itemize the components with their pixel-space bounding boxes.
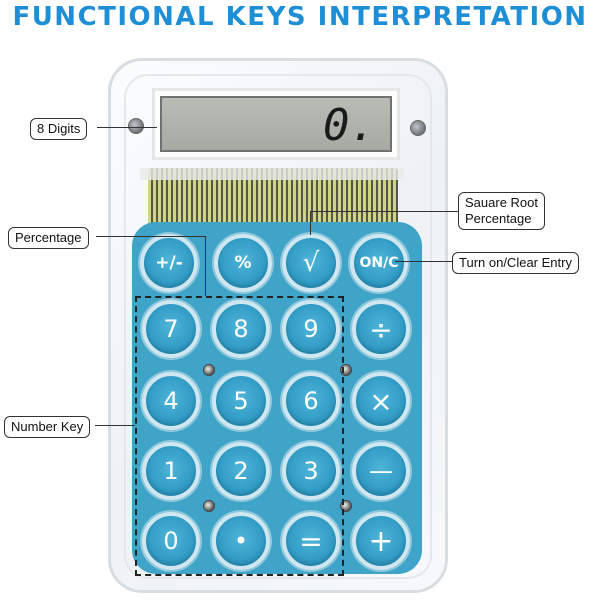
callout-line	[310, 211, 458, 212]
pin-icon	[203, 500, 215, 512]
callout-line	[395, 261, 452, 262]
ribbon-cover	[140, 168, 404, 180]
percent-key[interactable]: %	[214, 234, 272, 292]
plus-minus-key[interactable]: +/-	[140, 234, 198, 292]
pin-icon	[203, 364, 215, 376]
key-0[interactable]: 0	[142, 512, 200, 570]
callout-turn-on: Turn on/Clear Entry	[452, 252, 579, 274]
callout-line	[96, 236, 206, 237]
key-5[interactable]: 5	[212, 372, 270, 430]
multiply-key[interactable]: ×	[352, 372, 410, 430]
callout-square-root-line1: Sauare Root	[465, 195, 538, 210]
decimal-key[interactable]: •	[212, 512, 270, 570]
plus-key[interactable]: +	[352, 512, 410, 570]
divide-key[interactable]: ÷	[352, 300, 410, 358]
key-2[interactable]: 2	[212, 442, 270, 500]
display-digits: 0.	[323, 100, 376, 151]
number-key-outline	[135, 296, 344, 576]
screw-icon	[410, 120, 426, 136]
key-7[interactable]: 7	[142, 300, 200, 358]
callout-line	[310, 211, 311, 235]
callout-8-digits: 8 Digits	[30, 118, 88, 140]
screw-icon	[128, 118, 144, 134]
key-3[interactable]: 3	[282, 442, 340, 500]
callout-square-root: Sauare Root Percentage	[458, 192, 545, 230]
equals-key[interactable]: =	[282, 512, 340, 570]
callout-line	[205, 236, 206, 296]
lcd-display: 0.	[160, 96, 392, 152]
key-4[interactable]: 4	[142, 372, 200, 430]
on-clear-key[interactable]: ON/C	[350, 234, 408, 292]
key-1[interactable]: 1	[142, 442, 200, 500]
page-title: FUNCTIONAL KEYS INTERPRETATION	[12, 2, 588, 32]
square-root-key[interactable]: √	[282, 234, 340, 292]
minus-key[interactable]: —	[352, 442, 410, 500]
key-6[interactable]: 6	[282, 372, 340, 430]
key-9[interactable]: 9	[282, 300, 340, 358]
key-8[interactable]: 8	[212, 300, 270, 358]
callout-line	[97, 127, 157, 128]
callout-line	[95, 425, 135, 426]
callout-square-root-line2: Percentage	[465, 211, 532, 226]
callout-number-key: Number Key	[4, 416, 91, 438]
callout-percentage: Percentage	[8, 227, 89, 249]
calculator-case-inner	[124, 74, 432, 579]
